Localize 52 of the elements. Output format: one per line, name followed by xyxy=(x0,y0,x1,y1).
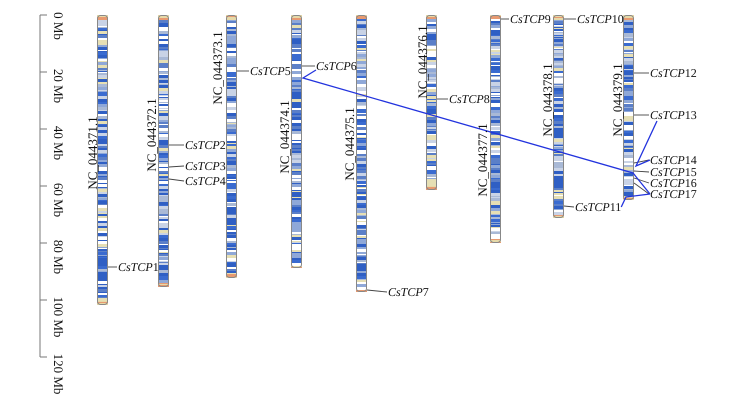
gene-label: CsTCP11 xyxy=(575,201,622,213)
gene-label: CsTCP2 xyxy=(185,139,226,151)
leader-line xyxy=(634,178,650,184)
gene-label: CsTCP8 xyxy=(449,93,490,105)
leader-line xyxy=(108,266,118,268)
gene-label: CsTCP1 xyxy=(118,261,159,273)
chromosome-label: NC_044375.1 xyxy=(344,107,356,181)
leader-line xyxy=(436,98,448,100)
leader-line xyxy=(500,18,510,20)
gene-label: CsTCP7 xyxy=(388,286,429,298)
gene-label: CsTCP16 xyxy=(650,177,697,189)
duplication-link xyxy=(301,69,650,194)
axis-label: 80 Mb xyxy=(52,240,64,274)
leader-line xyxy=(168,144,184,146)
leader-line xyxy=(634,114,650,116)
chromosome-label: NC_044379.1 xyxy=(612,63,624,137)
gene-label: CsTCP17 xyxy=(650,188,697,200)
chromosome-label: NC_044378.1 xyxy=(542,63,554,137)
gene-label: CsTCP5 xyxy=(250,65,291,77)
chromosome-label: NC_044376.1 xyxy=(417,25,429,99)
gene-label: CsTCP13 xyxy=(650,109,697,121)
gene-label: CsTCP10 xyxy=(577,13,624,25)
axis-label: 120 Mb xyxy=(52,354,64,395)
gene-label: CsTCP9 xyxy=(510,13,551,25)
axis-label: 0 Mb xyxy=(52,12,64,40)
axis-label: 40 Mb xyxy=(52,126,64,160)
gene-label: CsTCP12 xyxy=(650,67,697,79)
duplication-link xyxy=(620,193,650,208)
gene-label: CsTCP4 xyxy=(185,175,226,187)
leader-line xyxy=(236,70,250,72)
gene-label: CsTCP15 xyxy=(650,166,697,178)
leader-line xyxy=(634,160,650,164)
gene-label: CsTCP14 xyxy=(650,154,697,166)
leader-line xyxy=(634,182,650,194)
gene-label: CsTCP3 xyxy=(185,160,226,172)
axis-label: 60 Mb xyxy=(52,183,64,218)
leader-line xyxy=(634,72,650,74)
leader-line xyxy=(564,18,576,20)
leader-line xyxy=(366,290,388,292)
gene-label: CsTCP6 xyxy=(316,60,357,72)
duplication-link xyxy=(634,120,658,168)
leader-line xyxy=(168,166,184,168)
axis-label: 100 Mb xyxy=(52,297,64,338)
chromosome-label: NC_044373.1 xyxy=(212,31,224,105)
leader-line xyxy=(634,170,650,172)
chromosome-label: NC_044377.1 xyxy=(477,123,489,197)
chromosome-label: NC_044371.1 xyxy=(87,116,99,190)
leader-line xyxy=(564,206,574,208)
axis-label: 20 Mb xyxy=(52,69,64,104)
chromosome-label: NC_044374.1 xyxy=(279,100,291,174)
chromosome-label: NC_044372.1 xyxy=(146,98,158,172)
leader-line xyxy=(168,178,184,182)
